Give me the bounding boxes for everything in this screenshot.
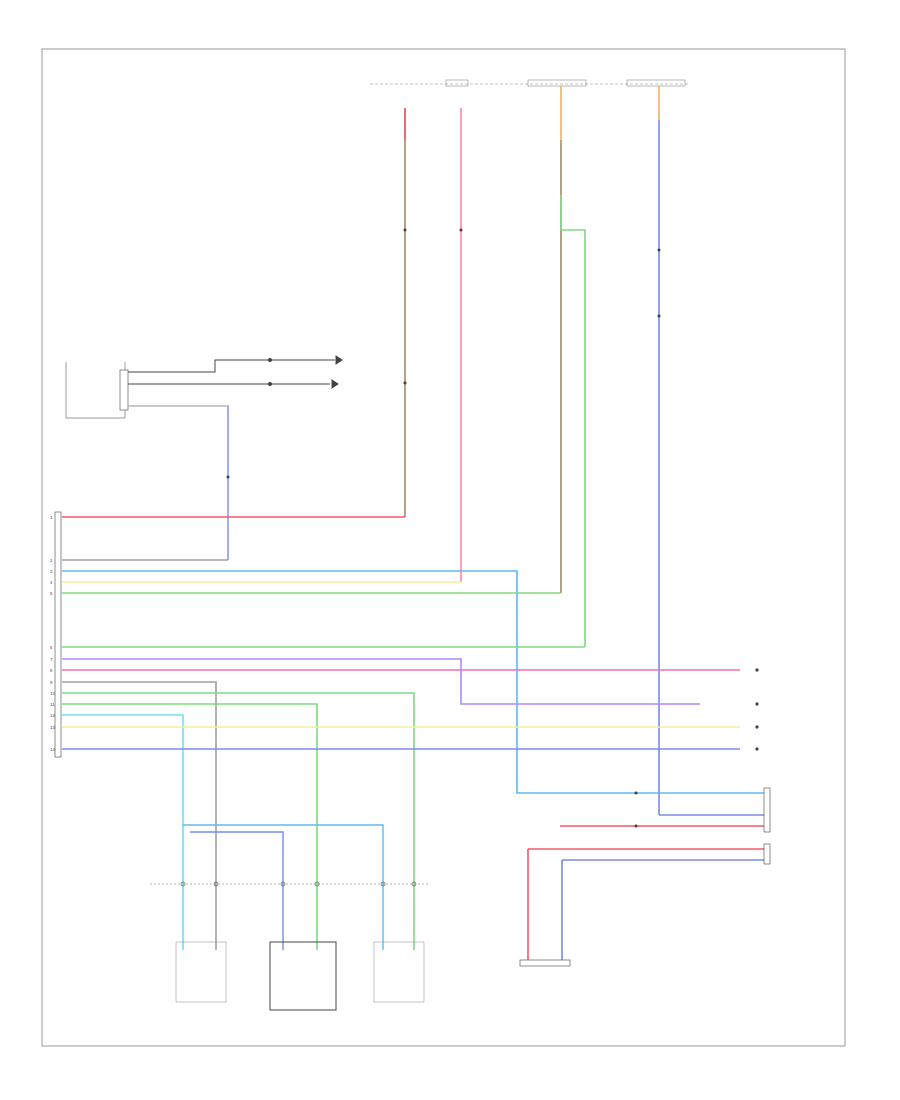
sensor-group-3 [373, 881, 425, 1003]
diagram-frame [41, 48, 846, 1047]
pin-number: 6 [50, 645, 53, 650]
pin-number: 2 [50, 558, 53, 563]
pin-number: 3 [50, 569, 53, 574]
pin-number: 5 [50, 591, 53, 596]
middle-branch [170, 355, 343, 389]
left-pin-labels: 1 2 3 4 5 6 7 8 9 10 11 12 13 14 [50, 515, 56, 752]
pin-number: 12 [50, 713, 56, 718]
left-top-component [65, 362, 230, 560]
pin-number: 9 [50, 680, 53, 685]
vertical-feeds [404, 86, 660, 815]
right-connector [527, 791, 770, 960]
pin-number: 13 [50, 725, 56, 730]
lower-harness [62, 646, 740, 950]
sensor-group-4 [519, 959, 571, 967]
right-terminals [755, 668, 771, 865]
pin-number: 8 [50, 668, 53, 673]
lower-sensor-bus [150, 824, 430, 950]
inline-markers [403, 228, 661, 385]
top-power-bus [370, 79, 690, 87]
pin-number: 7 [50, 657, 53, 662]
sensor-group-2 [269, 881, 337, 1011]
sensor-group-1 [175, 881, 227, 1003]
upper-harness [62, 516, 770, 794]
pin-number: 1 [50, 515, 53, 520]
pin-number: 11 [50, 702, 55, 707]
pin-number: 10 [50, 691, 56, 696]
pin-number: 14 [50, 747, 56, 752]
left-connector [54, 511, 62, 758]
pin-number: 4 [50, 580, 53, 585]
